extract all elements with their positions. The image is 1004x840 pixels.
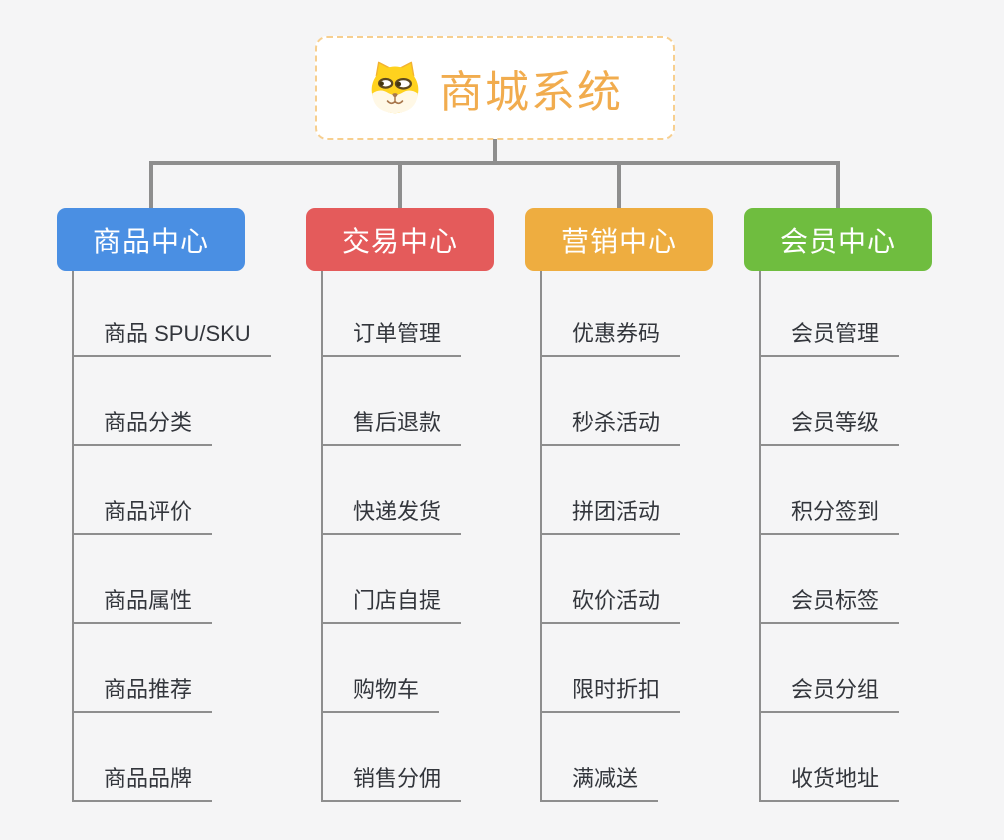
leaf-topic[interactable]: 收货地址 — [759, 764, 900, 802]
branch-topic[interactable]: 会员中心 — [744, 208, 932, 271]
connector-branch-drop — [149, 161, 153, 208]
leaf-topic[interactable]: 满减送 — [540, 764, 659, 802]
leaf-topic[interactable]: 订单管理 — [321, 319, 462, 357]
leaf-topic[interactable]: 会员管理 — [759, 319, 900, 357]
leaf-topic[interactable]: 限时折扣 — [540, 675, 681, 713]
connector-branch-drop — [836, 161, 840, 208]
leaf-topic[interactable]: 秒杀活动 — [540, 408, 681, 446]
leaf-topic[interactable]: 售后退款 — [321, 408, 462, 446]
branch-topic[interactable]: 营销中心 — [525, 208, 713, 271]
root-topic[interactable]: 商城系统 — [315, 36, 675, 140]
leaf-topic[interactable]: 会员分组 — [759, 675, 900, 713]
leaf-topic[interactable]: 销售分佣 — [321, 764, 462, 802]
leaf-topic[interactable]: 商品属性 — [72, 586, 213, 624]
connector-bus — [149, 161, 840, 165]
branch-topic[interactable]: 商品中心 — [57, 208, 245, 271]
connector-branch-trunk — [321, 271, 323, 802]
leaf-topic[interactable]: 商品评价 — [72, 497, 213, 535]
leaf-topic[interactable]: 快递发货 — [321, 497, 462, 535]
leaf-topic[interactable]: 商品 SPU/SKU — [72, 319, 271, 357]
connector-branch-trunk — [759, 271, 761, 802]
connector-branch-trunk — [540, 271, 542, 802]
connector-branch-drop — [398, 161, 402, 208]
leaf-topic[interactable]: 商品品牌 — [72, 764, 213, 802]
leaf-topic[interactable]: 砍价活动 — [540, 586, 681, 624]
leaf-topic[interactable]: 商品分类 — [72, 408, 213, 446]
connector-root-stem — [493, 139, 497, 165]
leaf-topic[interactable]: 优惠券码 — [540, 319, 681, 357]
dog-face-icon — [371, 61, 419, 114]
leaf-topic[interactable]: 会员等级 — [759, 408, 900, 446]
connector-branch-trunk — [72, 271, 74, 802]
leaf-topic[interactable]: 积分签到 — [759, 497, 900, 535]
root-topic-label: 商城系统 — [439, 68, 623, 117]
leaf-topic[interactable]: 门店自提 — [321, 586, 462, 624]
leaf-topic[interactable]: 商品推荐 — [72, 675, 213, 713]
leaf-topic[interactable]: 会员标签 — [759, 586, 900, 624]
connector-branch-drop — [617, 161, 621, 208]
leaf-topic[interactable]: 拼团活动 — [540, 497, 681, 535]
leaf-topic[interactable]: 购物车 — [321, 675, 440, 713]
branch-topic[interactable]: 交易中心 — [306, 208, 494, 271]
